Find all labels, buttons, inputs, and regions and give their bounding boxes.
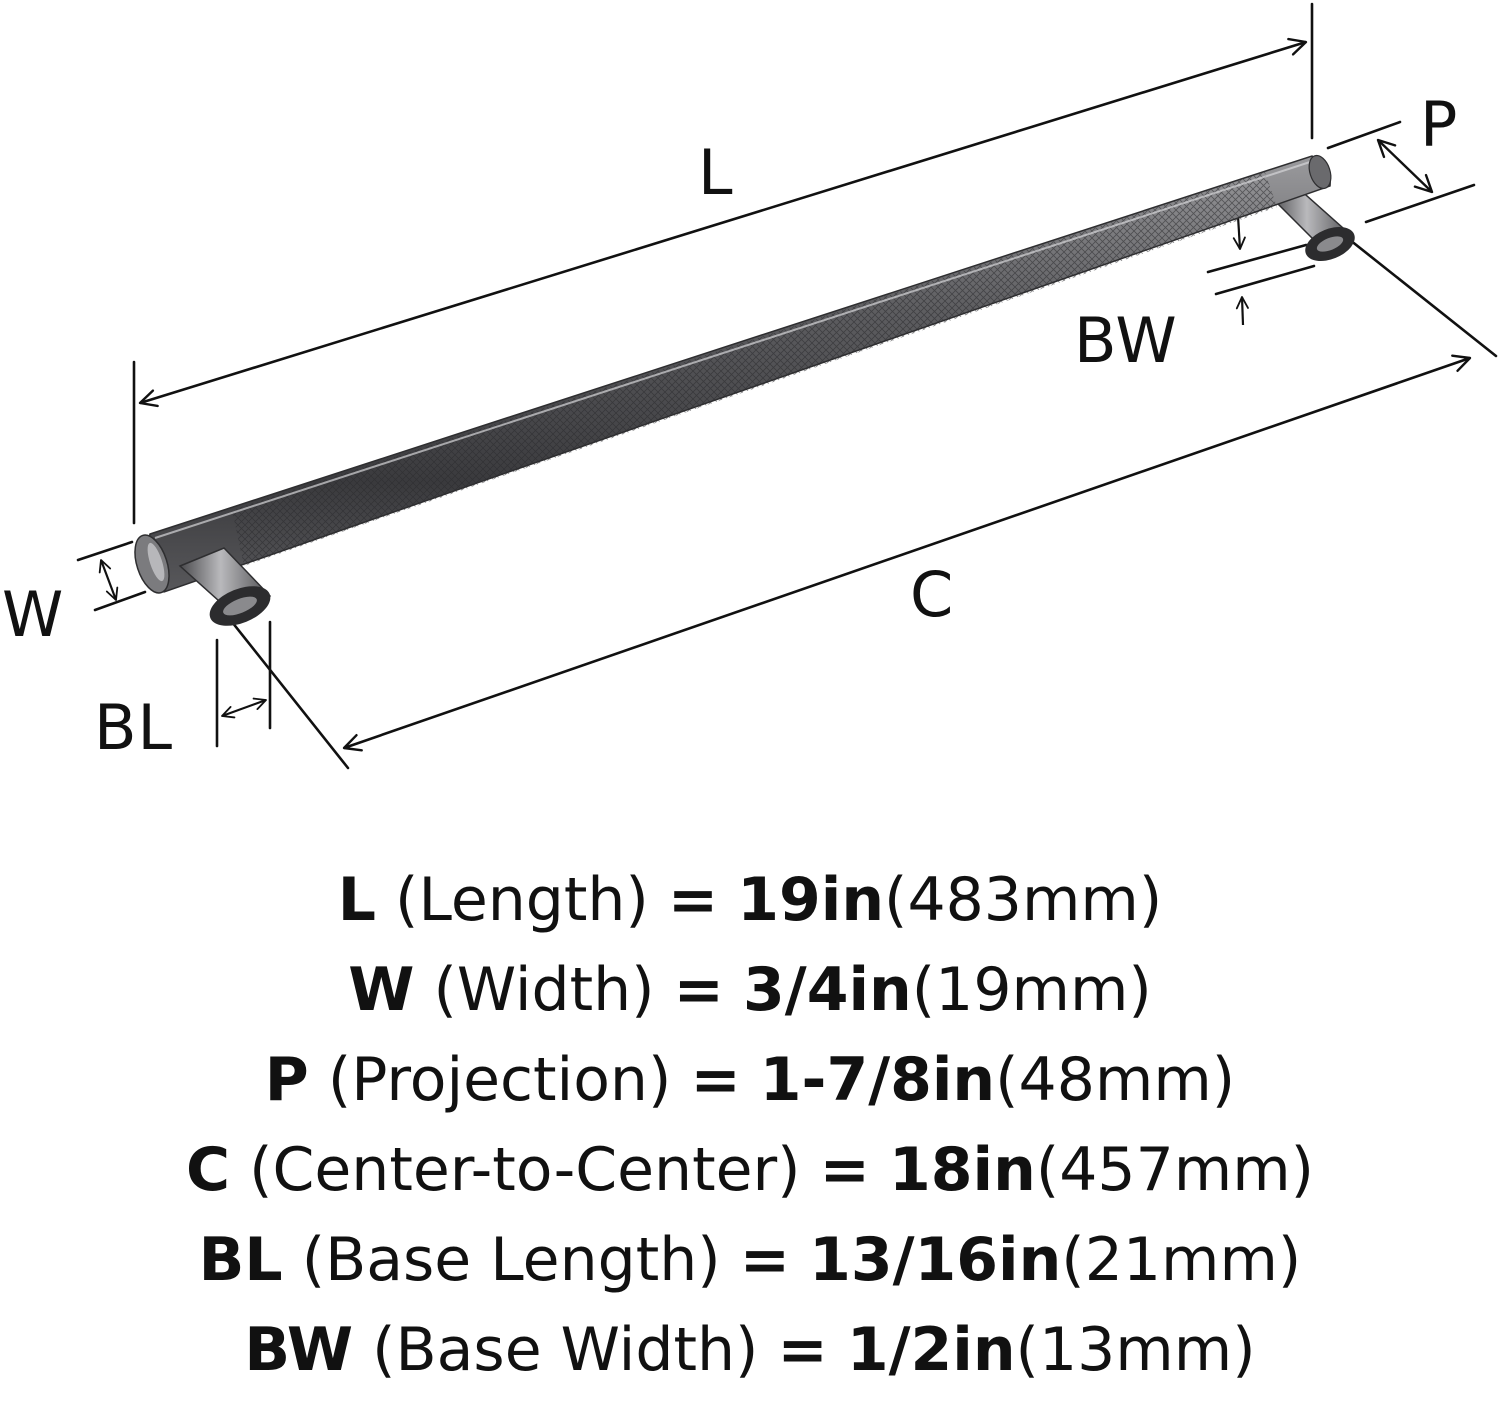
spec-imperial-value: 1-7/8in xyxy=(759,1045,996,1115)
spec-equals: = xyxy=(667,865,719,935)
base-width-arrow-down xyxy=(1232,215,1246,250)
dimension-arrows xyxy=(98,37,1472,752)
extension-line-width-top xyxy=(76,540,134,562)
dimension-label-center-to-center: C xyxy=(910,558,955,631)
spec-code: L xyxy=(337,865,376,935)
handle-illustration xyxy=(134,154,1355,626)
spec-metric-value: (457mm) xyxy=(1035,1135,1315,1205)
extension-line-base-width-top xyxy=(1206,243,1308,274)
dimension-label-width: W xyxy=(2,578,65,651)
dimension-label-base-width: BW xyxy=(1074,304,1178,377)
spec-description: (Length) xyxy=(395,865,649,935)
right-post xyxy=(1268,187,1355,261)
spec-equals: = xyxy=(819,1135,870,1205)
dimension-label-length: L xyxy=(698,136,734,209)
spec-description: (Base Width) xyxy=(372,1315,759,1385)
spec-row-projection: P (Projection) = 1-7/8in(48mm) xyxy=(0,1044,1500,1134)
spec-row-base-length: BL (Base Length) = 13/16in(21mm) xyxy=(0,1224,1500,1314)
projection-dimension-arrow xyxy=(1376,138,1434,194)
length-dimension-arrow xyxy=(138,37,1308,408)
spec-metric-value: (483mm) xyxy=(884,865,1163,935)
spec-description: (Projection) xyxy=(327,1045,672,1115)
extension-lines xyxy=(76,2,1498,770)
spec-imperial-value: 18in xyxy=(889,1135,1036,1205)
spec-description: (Center-to-Center) xyxy=(249,1135,801,1205)
spec-code: W xyxy=(348,955,415,1025)
width-dimension-arrow xyxy=(98,559,119,601)
specification-list: L (Length) = 19in(483mm) W (Width) = 3/4… xyxy=(0,864,1500,1404)
extension-line-projection-top xyxy=(1326,120,1402,150)
extension-line-right-post-center xyxy=(1348,238,1498,358)
spec-equals: = xyxy=(739,1225,791,1295)
spec-code: P xyxy=(264,1045,309,1115)
spec-equals: = xyxy=(690,1045,741,1115)
spec-equals: = xyxy=(673,955,724,1025)
spec-description: (Base Length) xyxy=(301,1225,721,1295)
spec-row-base-width: BW (Base Width) = 1/2in(13mm) xyxy=(0,1314,1500,1404)
extension-line-projection-bottom xyxy=(1364,183,1476,224)
spec-code: BW xyxy=(244,1315,354,1385)
base-width-arrow-up xyxy=(1235,296,1249,326)
left-post xyxy=(178,547,272,626)
spec-row-width: W (Width) = 3/4in(19mm) xyxy=(0,954,1500,1044)
spec-imperial-value: 13/16in xyxy=(809,1225,1062,1295)
spec-code: C xyxy=(185,1135,230,1205)
spec-row-center-to-center: C (Center-to-Center) = 18in(457mm) xyxy=(0,1134,1500,1224)
spec-metric-value: (21mm) xyxy=(1061,1225,1302,1295)
spec-metric-value: (19mm) xyxy=(911,955,1152,1025)
spec-imperial-value: 19in xyxy=(737,865,885,935)
extension-line-width-bottom xyxy=(93,590,147,612)
center-to-center-dimension-arrow xyxy=(342,354,1472,752)
dimension-label-projection: P xyxy=(1420,88,1459,161)
right-end-cap xyxy=(1308,154,1332,190)
extension-line-left-post-center xyxy=(230,620,350,770)
extension-line-base-width-bottom xyxy=(1214,264,1316,296)
spec-metric-value: (13mm) xyxy=(1015,1315,1256,1385)
left-end-cap xyxy=(134,534,170,594)
spec-imperial-value: 3/4in xyxy=(743,955,912,1025)
base-length-dimension-arrow xyxy=(221,697,267,719)
dimension-label-base-length: BL xyxy=(94,691,174,764)
spec-row-length: L (Length) = 19in(483mm) xyxy=(0,864,1500,954)
spec-equals: = xyxy=(777,1315,828,1385)
spec-imperial-value: 1/2in xyxy=(846,1315,1016,1385)
handle-dimension-diagram xyxy=(76,2,1498,770)
spec-code: BL xyxy=(198,1225,283,1295)
spec-metric-value: (48mm) xyxy=(995,1045,1236,1115)
spec-description: (Width) xyxy=(433,955,655,1025)
